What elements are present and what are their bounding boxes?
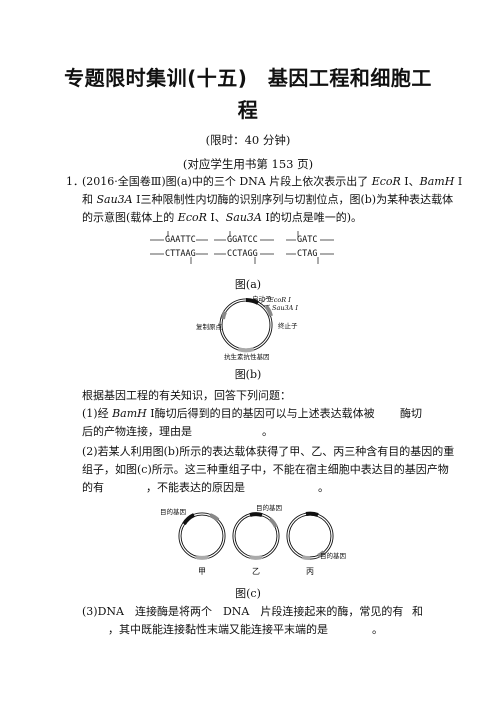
ecori-site-label: EcoR Ⅰ <box>269 296 291 304</box>
recombinant-yi: 乙 <box>252 567 260 576</box>
promoter-label: 启动子 <box>252 295 272 303</box>
q1-line3: 的示意图(载体上的 EcoR Ⅰ、Sau3A Ⅰ的切点是唯一的)。 <box>82 211 363 224</box>
page-title-line1: 专题限时集训(十五) 基因工程和细胞工 <box>64 66 432 90</box>
q1-number: 1． <box>66 175 84 188</box>
jia-gene-label: 目的基因 <box>160 508 186 516</box>
resistance-gene-label: 抗生素抗性基因 <box>224 353 270 361</box>
figure-c-caption: 图(c) <box>235 587 261 600</box>
ecori-top-strand: GAATTC <box>165 235 196 245</box>
recombinant-jia: 甲 <box>198 567 206 576</box>
yi-gene-label: 目的基因 <box>256 504 282 512</box>
origin-label: 复制原点 <box>196 323 222 331</box>
terminator-label: 终止子 <box>278 322 298 330</box>
q1-sub3-end: 。 <box>372 623 383 636</box>
page-title-line2: 程 <box>237 98 259 122</box>
q1-sub1-line1: (1)经 BamH Ⅰ酶切后得到的目的基因可以与上述表达载体被 <box>82 407 375 420</box>
figure-a-dna-fragments: GAATTC CTTAAG GGATCC CCTAGG GATC CTAG <box>150 228 350 270</box>
q1-line1: (2016·全国卷Ⅲ)图(a)中的三个 DNA 片段上依次表示出了 EcoR Ⅰ… <box>82 175 463 188</box>
sau3ai-top-strand: GATC <box>297 235 318 245</box>
q1-sub1-end: 。 <box>262 425 273 438</box>
q1-sub3-line2: ，其中既能连接黏性末端又能连接平末端的是 <box>108 623 328 636</box>
questions-intro: 根据基因工程的有关知识，回答下列问题： <box>82 389 291 402</box>
q1-sub2-line1: (2)若某人利用图(b)所示的表达载体获得了甲、乙、丙三种含有目的基因的重 <box>82 445 455 458</box>
q1-sub2-line2: 组子，如图(c)所示。这三种重组子中，不能在宿主细胞中表达目的基因产物 <box>82 463 449 476</box>
q1-line2: 和 Sau3A Ⅰ三种限制性内切酶的识别序列与切割位点，图(b)为某种表达载体 <box>82 193 454 206</box>
q1-sub2-line3b: ，不能表达的原因是 <box>146 481 245 494</box>
bamhi-bottom-strand: CCTAGG <box>227 249 258 259</box>
figure-b-caption: 图(b) <box>234 368 262 381</box>
q1-sub2-line3a: 的有 <box>82 481 104 494</box>
q1-sub1-enzyme-suffix: 酶切 <box>400 407 422 420</box>
sau3ai-site-label: Sau3A Ⅰ <box>272 304 298 312</box>
q1-sub3-line1: (3)DNA 连接酶是将两个 DNA 片段连接起来的酶，常见的有 <box>82 605 404 618</box>
q1-sub3-and: 和 <box>412 605 423 618</box>
figure-b-vector: 启动子 EcoR Ⅰ Sau3A Ⅰ 终止子 复制原点 抗生素抗性基因 <box>196 292 316 361</box>
ecori-bottom-strand: CTTAAG <box>165 249 196 259</box>
figure-a-caption: 图(a) <box>234 278 262 291</box>
q1-sub2-end: 。 <box>318 481 329 494</box>
sau3ai-bottom-strand: CTAG <box>297 249 318 259</box>
book-reference: (对应学生用书第 153 页) <box>182 157 314 171</box>
figure-c-recombinants: 目的基因 目的基因 目的基因 甲 乙 丙 <box>160 500 350 580</box>
bamhi-top-strand: GGATCC <box>227 235 258 245</box>
bing-gene-label: 目的基因 <box>320 552 346 560</box>
time-limit: (限时：40 分钟) <box>205 133 291 147</box>
recombinant-bing: 丙 <box>306 567 314 576</box>
q1-sub1-line2: 后的产物连接，理由是 <box>82 425 192 438</box>
